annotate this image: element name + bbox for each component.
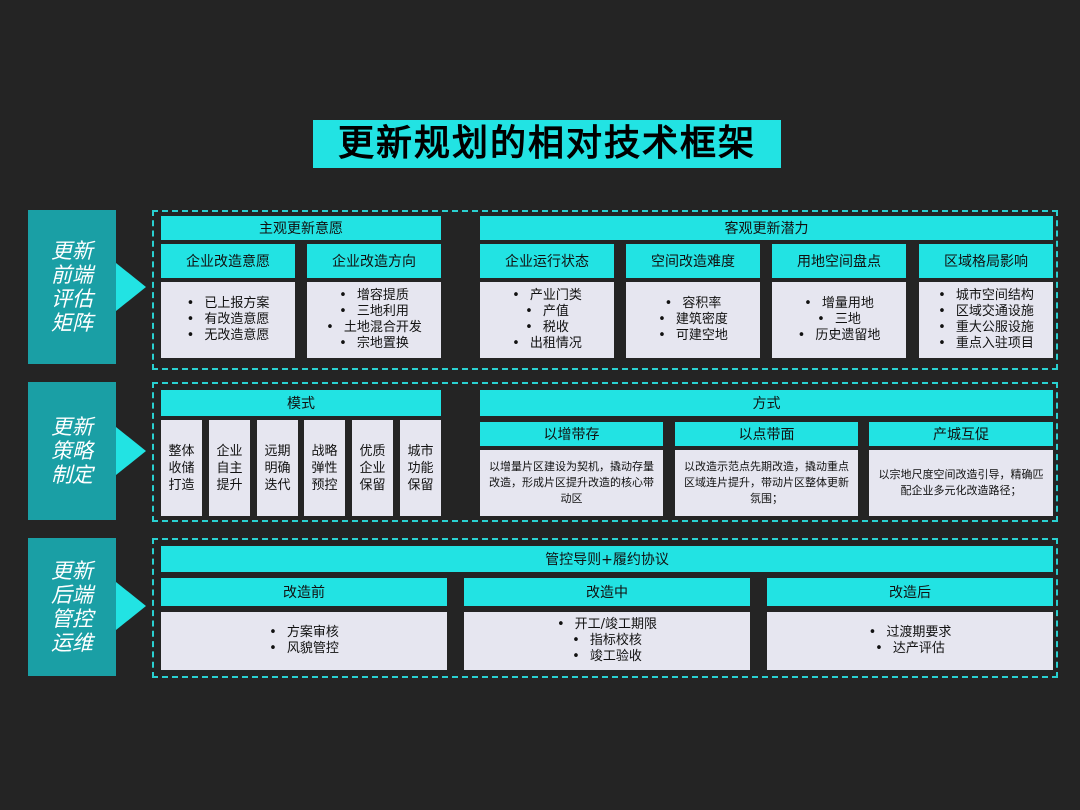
arrow-icon	[116, 263, 146, 311]
list-item: 有改造意愿	[187, 312, 269, 328]
method-title: 以点带面	[675, 422, 858, 446]
list-item: 开工/竣工期限	[557, 617, 657, 633]
group-header-subjective: 主观更新意愿	[161, 216, 441, 240]
column-card: 增容提质三地利用土地混合开发宗地置换	[307, 282, 441, 358]
section-label-front: 更新 前端 评估 矩阵	[28, 210, 116, 364]
arrow-icon	[116, 582, 146, 630]
section-label-strategy: 更新 策略 制定	[28, 382, 116, 520]
mode-card: 优质 企业 保留	[352, 420, 393, 516]
mode-header: 模式	[161, 390, 441, 416]
column-header: 空间改造难度	[626, 244, 760, 278]
list-item: 三地利用	[326, 304, 422, 320]
section-front-evaluation: 更新 前端 评估 矩阵 主观更新意愿 客观更新潜力 企业改造意愿 企业改造方向 …	[28, 210, 1060, 370]
stage-header: 改造中	[464, 578, 750, 606]
stage-card: 过渡期要求达产评估	[767, 612, 1053, 670]
column-card: 城市空间结构区域交通设施重大公服设施重点入驻项目	[919, 282, 1053, 358]
mode-card: 城市 功能 保留	[400, 420, 441, 516]
list-item: 增量用地	[798, 296, 881, 312]
mode-card: 战略 弹性 预控	[304, 420, 345, 516]
page-title: 更新规划的相对技术框架	[313, 120, 781, 168]
list-item: 区域交通设施	[938, 304, 1034, 320]
list-item: 产值	[512, 304, 582, 320]
column-header: 企业改造意愿	[161, 244, 295, 278]
column-card: 容积率建筑密度可建空地	[626, 282, 760, 358]
list-item: 出租情况	[512, 336, 582, 352]
section-label-back: 更新 后端 管控 运维	[28, 538, 116, 676]
method-header: 方式	[480, 390, 1053, 416]
column-header: 用地空间盘点	[772, 244, 906, 278]
stage-card: 开工/竣工期限指标校核竣工验收	[464, 612, 750, 670]
section-strategy: 更新 策略 制定 模式 整体 收储 打造 企业 自主 提升 远期 明确 迭代 战…	[28, 382, 1060, 522]
group-header-objective: 客观更新潜力	[480, 216, 1053, 240]
list-item: 宗地置换	[326, 336, 422, 352]
dashed-frame-back	[152, 538, 1058, 678]
list-item: 无改造意愿	[187, 328, 269, 344]
list-item: 产业门类	[512, 288, 582, 304]
list-item: 竣工验收	[557, 649, 657, 665]
list-item: 税收	[512, 320, 582, 336]
control-header: 管控导则+履约协议	[161, 546, 1053, 572]
list-item: 达产评估	[869, 641, 952, 657]
column-header: 企业改造方向	[307, 244, 441, 278]
column-header: 区域格局影响	[919, 244, 1053, 278]
mode-card: 远期 明确 迭代	[257, 420, 298, 516]
mode-card: 企业 自主 提升	[209, 420, 250, 516]
list-item: 增容提质	[326, 288, 422, 304]
list-item: 建筑密度	[658, 312, 728, 328]
arrow-icon	[116, 427, 146, 475]
column-header: 企业运行状态	[480, 244, 614, 278]
method-desc: 以改造示范点先期改造，撬动重点区域连片提升，带动片区整体更新氛围；	[675, 450, 858, 516]
list-item: 指标校核	[557, 633, 657, 649]
method-title: 以增带存	[480, 422, 663, 446]
dashed-frame-strategy	[152, 382, 1058, 522]
list-item: 三地	[798, 312, 881, 328]
method-desc: 以增量片区建设为契机，撬动存量改造，形成片区提升改造的核心带动区	[480, 450, 663, 516]
list-item: 重大公服设施	[938, 320, 1034, 336]
section-back-control: 更新 后端 管控 运维 管控导则+履约协议 改造前 改造中 改造后 方案审核风貌…	[28, 538, 1060, 678]
list-item: 可建空地	[658, 328, 728, 344]
list-item: 容积率	[658, 296, 728, 312]
dashed-frame-front	[152, 210, 1058, 370]
column-card: 增量用地三地历史遗留地	[772, 282, 906, 358]
method-desc: 以宗地尺度空间改造引导，精确匹配企业多元化改造路径；	[869, 450, 1053, 516]
stage-header: 改造后	[767, 578, 1053, 606]
column-card: 已上报方案有改造意愿无改造意愿	[161, 282, 295, 358]
list-item: 风貌管控	[269, 641, 339, 657]
list-item: 土地混合开发	[326, 320, 422, 336]
list-item: 历史遗留地	[798, 328, 880, 344]
method-title: 产城互促	[869, 422, 1053, 446]
list-item: 重点入驻项目	[938, 336, 1034, 352]
column-card: 产业门类产值税收出租情况	[480, 282, 614, 358]
stage-card: 方案审核风貌管控	[161, 612, 447, 670]
stage-header: 改造前	[161, 578, 447, 606]
list-item: 方案审核	[269, 625, 339, 641]
list-item: 已上报方案	[187, 296, 269, 312]
mode-card: 整体 收储 打造	[161, 420, 202, 516]
list-item: 城市空间结构	[938, 288, 1034, 304]
list-item: 过渡期要求	[869, 625, 951, 641]
